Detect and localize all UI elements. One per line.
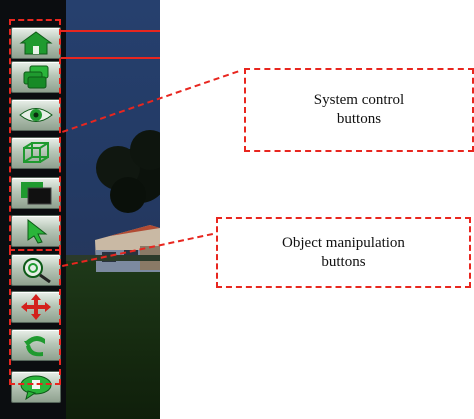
zoom-button[interactable] [11, 254, 61, 286]
home-icon [19, 31, 53, 55]
window-button[interactable] [11, 177, 61, 209]
wireframe-cube-icon [23, 142, 49, 163]
rotate-button[interactable] [11, 329, 61, 361]
layers-icon [23, 65, 49, 89]
system-group-outline [9, 19, 61, 251]
object-group-outline [9, 249, 61, 385]
horizon-line-top [61, 30, 160, 32]
select-button[interactable] [11, 215, 61, 247]
object-manipulation-label: Object manipulation buttons [282, 234, 405, 270]
layers-button[interactable] [11, 61, 61, 93]
system-control-callout: System control buttons [244, 68, 474, 152]
arrow-pointer-icon [27, 218, 48, 244]
scene-objects [66, 130, 160, 272]
rotate-icon [24, 335, 45, 357]
move-arrows-icon [21, 294, 51, 320]
view-button[interactable] [11, 99, 61, 131]
horizon-line-bottom [61, 57, 160, 59]
system-control-label: System control buttons [313, 92, 405, 127]
house-model [95, 225, 160, 272]
wireframe-button[interactable] [11, 137, 61, 169]
tree [96, 130, 160, 213]
eye-icon [19, 108, 53, 122]
home-button[interactable] [11, 27, 61, 59]
move-button[interactable] [11, 291, 61, 323]
magnifier-icon [23, 258, 51, 283]
window-icon [21, 182, 52, 205]
scene-viewport[interactable] [0, 0, 160, 419]
object-manipulation-callout: Object manipulation buttons [216, 217, 471, 288]
